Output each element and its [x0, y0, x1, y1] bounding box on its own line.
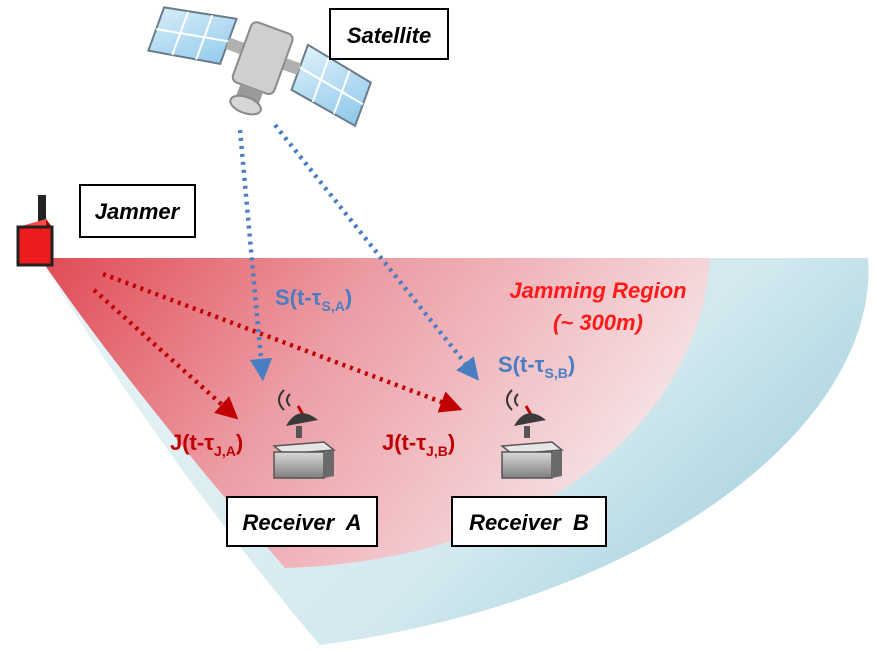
signal-label-j-b: J(t-τJ,B): [382, 430, 455, 459]
jammer-signal-to-receiver-a: [92, 288, 239, 420]
satellite-signal-to-receiver-a: [237, 129, 273, 382]
signal-label-s-a: S(t-τS,A): [275, 285, 352, 314]
jammer-label-box: Jammer: [79, 184, 196, 238]
receiver-a-label-box: Receiver A: [226, 496, 378, 547]
jamming-region-label: Jamming Region: [509, 278, 686, 303]
satellite-label-box: Satellite: [329, 8, 449, 60]
satellite-icon: [147, 6, 373, 128]
receiver-b-label-box: Receiver B: [451, 496, 607, 547]
jammer-label: Jammer: [95, 199, 181, 224]
receiver-b-icon: [500, 389, 564, 479]
receiver-a-label: Receiver A: [242, 510, 361, 535]
signal-label-j-a: J(t-τJ,A): [170, 430, 243, 459]
receiver-a-icon: [272, 389, 336, 479]
jamming-region: [40, 258, 710, 568]
jammer-icon: [16, 195, 54, 267]
jammer-signal-to-receiver-b: [102, 271, 463, 413]
jamming-region-range-label: (~ 300m): [553, 310, 643, 335]
satellite-label: Satellite: [347, 23, 431, 48]
signal-label-s-b: S(t-τS,B): [498, 352, 575, 381]
receiver-b-label: Receiver B: [469, 510, 589, 535]
